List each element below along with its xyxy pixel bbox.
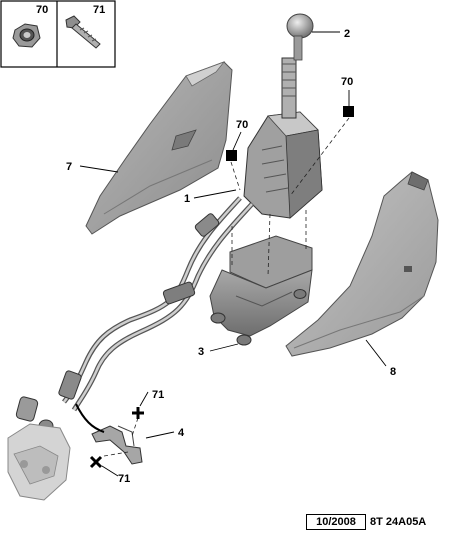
callout-bracket: 4 — [178, 427, 185, 439]
footer-date-box: 10/2008 — [306, 514, 366, 530]
callout-left-cover: 7 — [66, 161, 72, 173]
gear-knob — [286, 13, 314, 61]
callout-cable-assembly: 1 — [184, 193, 190, 205]
callout-screw-upper: 71 — [152, 389, 164, 401]
bracket-arrow — [75, 403, 105, 433]
inset-box: 70 71 — [0, 0, 116, 68]
footer-reference: 8T 24A05A — [370, 516, 427, 528]
base-housing-part — [209, 235, 313, 346]
gearbox-linkage — [7, 423, 71, 501]
right-cover-part — [285, 171, 439, 357]
fastener-marker-square — [343, 106, 354, 117]
alignment-lines — [103, 117, 350, 457]
gear-lever-mechanism — [243, 57, 323, 219]
callout-base-housing: 3 — [198, 346, 204, 358]
callout-knob: 2 — [344, 28, 350, 40]
bracket-part — [91, 425, 143, 465]
screw-marker-cross — [89, 455, 103, 469]
screw-marker-cross — [132, 407, 144, 419]
callout-fastener-left: 70 — [236, 119, 248, 131]
shift-cables — [15, 196, 254, 433]
callout-right-cover: 8 — [390, 366, 396, 378]
inset-nut-label: 70 — [36, 4, 48, 16]
inset-bolt-label: 71 — [93, 4, 105, 16]
nut-icon — [12, 23, 41, 48]
bolt-icon — [65, 15, 101, 49]
fastener-marker-square — [226, 150, 237, 161]
callout-screw-lower: 71 — [118, 473, 130, 485]
leader-lines — [79, 31, 387, 477]
left-cover-part — [85, 61, 233, 235]
callout-fastener-top: 70 — [341, 76, 353, 88]
